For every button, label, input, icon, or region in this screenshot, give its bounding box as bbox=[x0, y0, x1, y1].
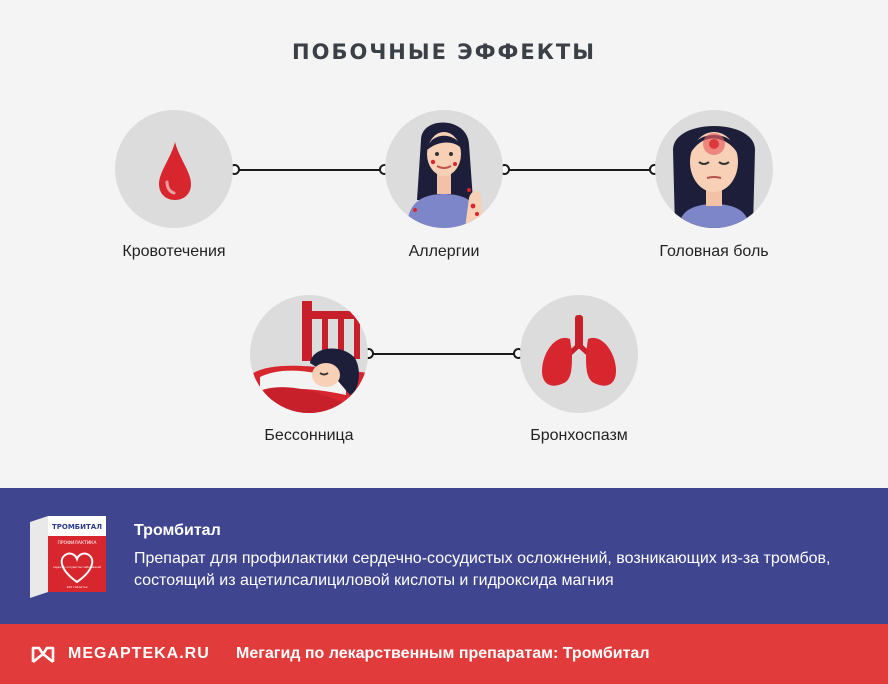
allergy-woman-icon bbox=[407, 122, 483, 228]
effect-label: Кровотечения bbox=[122, 243, 226, 260]
brand-name[interactable]: MEGAPTEKA.RU bbox=[68, 645, 210, 662]
product-name: Тромбитал bbox=[134, 522, 221, 539]
product-box-count: 100 таблеток bbox=[66, 585, 87, 589]
connector-allergy-headache bbox=[504, 169, 654, 171]
effect-label: Бронхоспазм bbox=[530, 427, 628, 444]
product-box-tagline: сердечно-сосудистых заболеваний bbox=[53, 565, 102, 569]
effect-bleeding bbox=[115, 110, 233, 228]
product-box-line: ПРОФИЛАКТИКА bbox=[58, 540, 98, 546]
effect-insomnia bbox=[250, 295, 368, 413]
effect-headache bbox=[655, 110, 773, 228]
effect-label: Головная боль bbox=[659, 243, 769, 260]
lungs-icon bbox=[542, 315, 616, 386]
connector-bleeding-allergy bbox=[234, 169, 384, 171]
insomnia-woman-icon bbox=[250, 301, 368, 413]
connector-insomnia-bronchospasm bbox=[368, 353, 518, 355]
footer: MEGAPTEKA.RU Мегагид по лекарственным пр… bbox=[0, 624, 888, 684]
product-box-image: ТРОМБИТАЛ ПРОФИЛАКТИКА сердечно-сосудист… bbox=[30, 516, 106, 598]
footer-caption: Мегагид по лекарственным препаратам: Тро… bbox=[236, 645, 650, 662]
effect-allergy bbox=[385, 110, 503, 228]
page-title: ПОБОЧНЫЕ ЭФФЕКТЫ bbox=[292, 40, 596, 64]
product-description: Препарат для профилактики сердечно-сосуд… bbox=[134, 550, 831, 589]
megapteka-logo-icon bbox=[31, 646, 55, 664]
product-info-band: ТРОМБИТАЛ ПРОФИЛАКТИКА сердечно-сосудист… bbox=[0, 488, 888, 624]
effect-label: Бессонница bbox=[264, 427, 354, 444]
effect-label: Аллергии bbox=[408, 243, 480, 260]
product-box-brand: ТРОМБИТАЛ bbox=[52, 523, 102, 531]
effect-bronchospasm bbox=[520, 295, 638, 413]
headache-woman-icon bbox=[673, 126, 755, 228]
blood-drop-icon bbox=[159, 142, 191, 200]
